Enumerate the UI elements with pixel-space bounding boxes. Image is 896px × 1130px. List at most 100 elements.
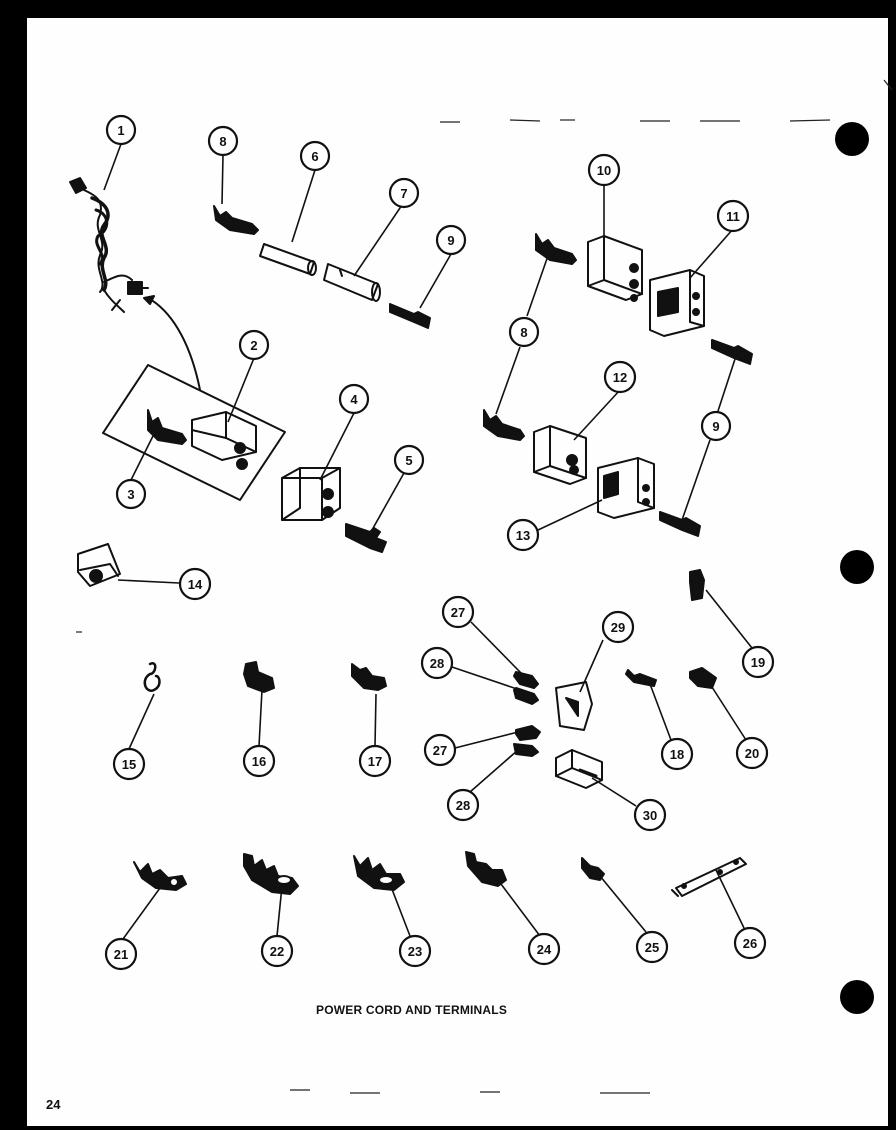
callout-number: 2 <box>250 338 257 353</box>
callout-circle <box>178 567 212 601</box>
plug-housing <box>191 411 257 470</box>
binder-hole-middle <box>840 550 874 584</box>
callout-circle <box>660 737 694 771</box>
callout-number: 1 <box>117 123 124 138</box>
callout-2: 2 <box>238 329 270 361</box>
terminal-20 <box>689 667 717 689</box>
callout-9-right: 9 <box>700 410 732 442</box>
terminal-8-top <box>213 205 259 235</box>
callout-6: 6 <box>299 140 331 172</box>
callout-12: 12 <box>603 360 637 394</box>
callout-number: 4 <box>350 392 358 407</box>
ring-terminal-21 <box>133 861 187 891</box>
callout-number: 29 <box>611 620 625 635</box>
callout-5: 5 <box>393 444 425 476</box>
terminal-17 <box>351 663 387 691</box>
callout-circle <box>633 798 667 832</box>
callout-number: 9 <box>712 419 719 434</box>
callout-14: 14 <box>178 567 212 601</box>
callout-circle <box>506 518 540 552</box>
callout-15: 15 <box>112 747 146 781</box>
callout-circle <box>207 125 239 157</box>
callout-number: 15 <box>122 757 136 772</box>
callout-circle <box>635 930 669 964</box>
callout-circle <box>338 383 370 415</box>
ring-terminal-23 <box>353 855 405 891</box>
callout-circle <box>435 224 467 256</box>
callout-number: 10 <box>597 163 611 178</box>
terminal-16 <box>243 661 275 693</box>
callout-8-top: 8 <box>207 125 239 157</box>
callout-number: 8 <box>219 134 226 149</box>
callout-28-upper: 28 <box>420 646 454 680</box>
callout-circle <box>733 926 767 960</box>
plug-terminal <box>147 409 187 445</box>
callout-circle <box>398 934 432 968</box>
callout-10: 10 <box>587 153 621 187</box>
callout-21: 21 <box>104 937 138 971</box>
callout-number: 6 <box>311 149 318 164</box>
callout-number: 11 <box>726 209 740 224</box>
callout-number: 28 <box>456 798 470 813</box>
callout-19: 19 <box>741 645 775 679</box>
connector-housing-12 <box>533 425 587 485</box>
terminal-pin-9-upper <box>711 339 753 365</box>
cord-to-plug-leader <box>147 297 201 391</box>
housing-30 <box>555 749 603 789</box>
callout-30: 30 <box>633 798 667 832</box>
power-cord <box>69 177 149 313</box>
connector-housing-4 <box>281 467 341 521</box>
callout-number: 25 <box>645 940 659 955</box>
callout-circle <box>601 610 635 644</box>
callout-circle <box>115 478 147 510</box>
callout-number: 17 <box>368 754 382 769</box>
connector-housing-10 <box>587 235 643 302</box>
callout-number: 27 <box>451 605 465 620</box>
callout-circle <box>260 934 294 968</box>
callout-circle <box>242 744 276 778</box>
terminal-25 <box>581 857 605 881</box>
callout-number: 14 <box>188 577 203 592</box>
terminal-27-upper <box>513 671 539 689</box>
callout-number: 30 <box>643 808 657 823</box>
terminal-24 <box>465 851 507 887</box>
callout-circle <box>527 932 561 966</box>
callout-25: 25 <box>635 930 669 964</box>
callout-23: 23 <box>398 934 432 968</box>
terminal-bar-26 <box>671 857 747 897</box>
callout-circle <box>112 747 146 781</box>
terminal-18 <box>625 669 657 687</box>
callout-number: 28 <box>430 656 444 671</box>
callout-18: 18 <box>660 737 694 771</box>
callout-number: 27 <box>433 743 447 758</box>
terminal-8-lower <box>483 409 525 441</box>
page-number: 24 <box>46 1097 61 1112</box>
terminal-pin-5 <box>345 523 387 553</box>
callout-26: 26 <box>733 926 767 960</box>
callout-16: 16 <box>242 744 276 778</box>
callout-circle <box>508 316 540 348</box>
callout-number: 23 <box>408 944 422 959</box>
callout-number: 7 <box>400 186 407 201</box>
callout-circle <box>299 140 331 172</box>
callout-number: 19 <box>751 655 765 670</box>
terminal-pin-9-top <box>389 303 431 329</box>
callout-1: 1 <box>105 114 137 146</box>
binder-hole-bottom <box>840 980 874 1014</box>
callout-11: 11 <box>716 199 750 233</box>
callout-28-lower: 28 <box>446 788 480 822</box>
terminal-pin-9-lower <box>659 511 701 537</box>
leader-lines <box>103 143 753 940</box>
callout-number: 21 <box>114 947 128 962</box>
callout-number: 26 <box>743 936 757 951</box>
callout-3: 3 <box>115 478 147 510</box>
callout-number: 3 <box>127 487 134 502</box>
callout-circle <box>446 788 480 822</box>
callout-circle <box>420 646 454 680</box>
ring-terminal-22 <box>243 853 299 895</box>
callout-9-top: 9 <box>435 224 467 256</box>
callout-number: 24 <box>537 942 552 957</box>
callout-27-upper: 27 <box>441 595 475 629</box>
wire-hook-15 <box>143 662 161 692</box>
